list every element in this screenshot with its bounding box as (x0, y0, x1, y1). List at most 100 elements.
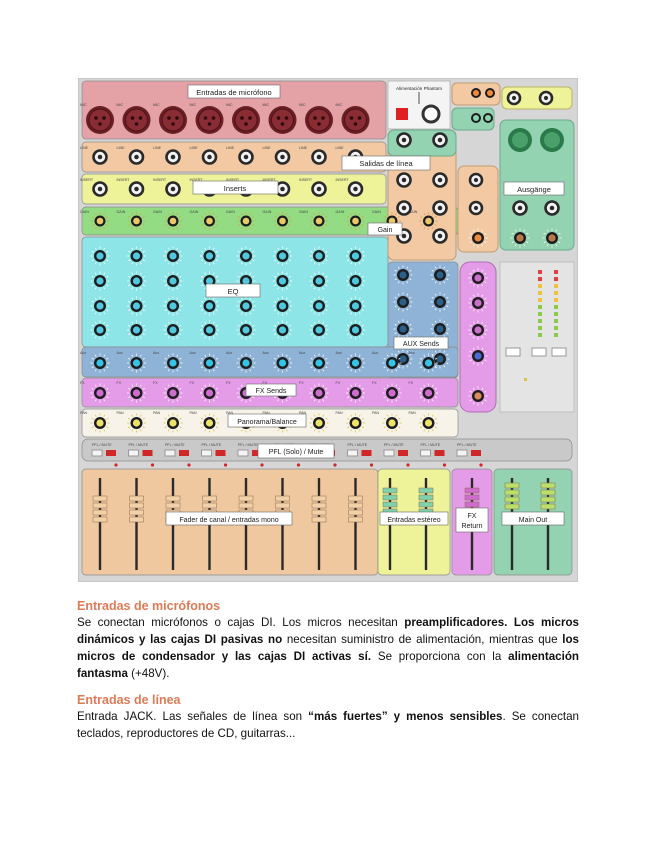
knob-tick (285, 399, 288, 402)
knob-tick (350, 336, 353, 339)
knob-tick (361, 224, 364, 226)
knob-tick (397, 308, 400, 311)
tiny-label: FX (409, 381, 414, 385)
knob-tick (238, 224, 241, 226)
knob-tick (274, 224, 277, 226)
xlr-output-ring (544, 132, 560, 148)
knob-tick (91, 300, 94, 303)
knob-tick (434, 417, 437, 420)
knob-tick (322, 414, 325, 417)
knob-tick (128, 396, 131, 399)
knob-tick (142, 366, 145, 369)
knob-tick (164, 275, 167, 278)
tiny-label: MIC (80, 103, 87, 107)
channel-led (369, 463, 374, 467)
knob-tick (361, 275, 364, 278)
knob-tick (215, 250, 218, 253)
tiny-label: PAN (153, 411, 161, 415)
jack-hole (316, 186, 322, 192)
knob-tick (252, 300, 255, 303)
knob-tick (204, 272, 207, 275)
knob-tick (215, 396, 218, 399)
knob-tick (310, 309, 313, 312)
knob-tick (176, 247, 179, 250)
knob-tick (406, 320, 409, 323)
xlr-input-ring (307, 108, 331, 132)
meter-led-left (538, 319, 542, 323)
jack-hole (437, 137, 443, 143)
knob-tick (434, 281, 437, 284)
xlr-pin (138, 116, 143, 120)
knob-tick (288, 250, 291, 253)
knob-tick (285, 262, 288, 265)
pfl-button (237, 449, 249, 457)
knob-tick (128, 357, 131, 360)
knob-cap (424, 419, 433, 427)
meter-led-right (554, 284, 558, 288)
knob-tick (167, 297, 170, 300)
section-paragraph-mic-inputs: Se conectan micrófonos o cajas DI. Los m… (77, 614, 579, 682)
knob-cap (278, 252, 287, 260)
knob-tick (204, 384, 207, 387)
knob-tick (237, 259, 240, 262)
knob-tick (277, 336, 280, 339)
knob-cap (96, 326, 104, 334)
knob-tick (325, 426, 328, 429)
knob-tick (131, 429, 134, 432)
fader-cap (464, 501, 480, 508)
knob-tick (252, 275, 255, 278)
knob-tick (139, 384, 142, 387)
knob-tick (325, 366, 328, 369)
tiny-label: FX (226, 381, 231, 385)
paragraph-run: preamplificadores. Los micros dinámicos … (77, 616, 579, 646)
knob-tick (347, 366, 350, 369)
knob-tick (215, 275, 218, 278)
knob-cap (96, 252, 104, 260)
knob-tick (394, 323, 397, 326)
knob-tick (394, 332, 397, 335)
pfl-button (128, 449, 139, 457)
knob-tick (420, 357, 423, 360)
knob-tick (350, 226, 353, 229)
knob-tick (361, 300, 364, 303)
knob-cap (516, 234, 524, 242)
knob-tick (322, 369, 325, 372)
knob-cap (205, 302, 214, 310)
knob-tick (285, 321, 288, 324)
tiny-label: Aux (336, 351, 342, 355)
knob-tick (514, 229, 517, 232)
knob-tick (313, 384, 316, 387)
label-pfl: PFL (Solo) / Mute (257, 443, 335, 459)
knob-tick (358, 399, 361, 402)
tiny-label: LINE (117, 146, 126, 150)
xlr-input-ring (271, 108, 294, 132)
svg-text:Return: Return (461, 523, 482, 530)
pfl-button (383, 449, 395, 457)
svg-text:Main Out: Main Out (519, 517, 547, 524)
xlr-pin (276, 116, 281, 120)
knob-tick (398, 417, 401, 420)
knob-tick (201, 216, 204, 218)
svg-text:EQ: EQ (228, 287, 239, 296)
tiny-label: FX (336, 381, 341, 385)
knob-tick (94, 287, 97, 290)
knob-cap (169, 389, 177, 397)
meter-led-left (538, 291, 542, 295)
knob-tick (481, 336, 484, 339)
knob-tick (397, 320, 400, 323)
knob-tick (142, 387, 145, 390)
knob-tick (322, 321, 325, 324)
knob-tick (481, 347, 484, 350)
tiny-label: PFL / MUTE (129, 443, 149, 447)
knob-tick (285, 297, 288, 300)
knob-tick (249, 247, 252, 250)
knob-tick (237, 250, 240, 253)
knob-tick (558, 232, 561, 235)
knob-cap (351, 389, 360, 397)
knob-tick (395, 369, 398, 372)
pfl-button (456, 449, 468, 457)
knob-tick (313, 429, 316, 432)
knob-tick (94, 414, 97, 417)
knob-tick (274, 333, 277, 336)
knob-tick (131, 297, 134, 300)
